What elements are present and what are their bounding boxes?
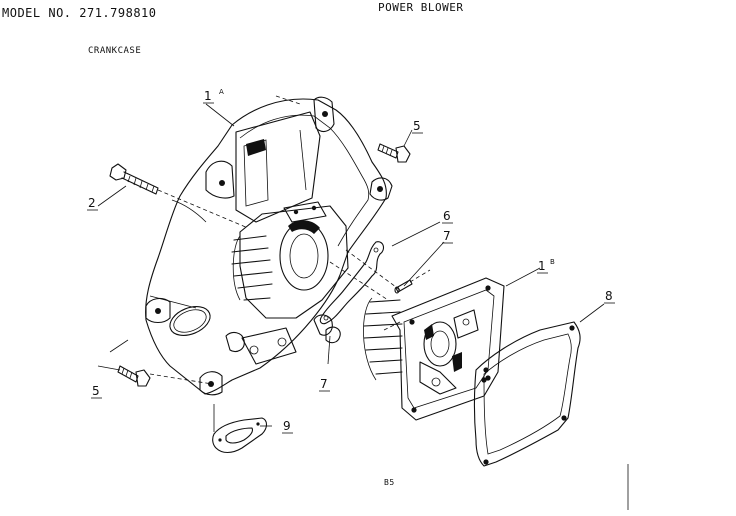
svg-text:7: 7 bbox=[443, 229, 451, 243]
page-number: B5 bbox=[384, 478, 395, 487]
svg-text:1: 1 bbox=[204, 89, 212, 103]
svg-text:1: 1 bbox=[538, 259, 546, 273]
callout-5-upper: 5 bbox=[412, 119, 423, 134]
callout-6: 6 bbox=[442, 209, 453, 224]
plate-gasket-drawing bbox=[212, 417, 268, 454]
svg-text:6: 6 bbox=[443, 209, 451, 223]
callout-8: 8 bbox=[604, 289, 615, 304]
callout-5-lower: 5 bbox=[91, 384, 102, 399]
svg-text:A: A bbox=[219, 88, 224, 96]
callout-2: 2 bbox=[87, 196, 98, 211]
svg-text:9: 9 bbox=[283, 419, 291, 433]
svg-text:8: 8 bbox=[605, 289, 613, 303]
svg-text:B: B bbox=[550, 258, 555, 266]
svg-text:2: 2 bbox=[88, 196, 96, 210]
short-screw-upper-drawing bbox=[377, 143, 411, 163]
gasket-and-pins-drawing bbox=[313, 241, 413, 344]
model-number: MODEL NO. 271.798810 bbox=[2, 6, 157, 20]
callout-1a: 1 A bbox=[203, 88, 224, 104]
leader-lines bbox=[97, 103, 629, 510]
svg-text:7: 7 bbox=[320, 377, 328, 391]
short-screw-lower-drawing bbox=[117, 365, 151, 387]
crankcase-half-b-drawing bbox=[363, 277, 505, 421]
callout-7-lower: 7 bbox=[319, 377, 330, 392]
svg-text:5: 5 bbox=[413, 119, 421, 133]
callout-9: 9 bbox=[282, 419, 293, 434]
long-screw-drawing bbox=[109, 163, 159, 195]
section-label: CRANKCASE bbox=[88, 46, 142, 56]
crankcase-half-a-drawing bbox=[145, 96, 393, 396]
document-title: POWER BLOWER bbox=[378, 1, 464, 14]
alignment-lines bbox=[149, 95, 431, 385]
svg-text:5: 5 bbox=[92, 384, 100, 398]
cover-gasket-drawing bbox=[473, 321, 581, 467]
callout-7-upper: 7 bbox=[442, 229, 453, 244]
callout-1b: 1 B bbox=[537, 258, 555, 274]
